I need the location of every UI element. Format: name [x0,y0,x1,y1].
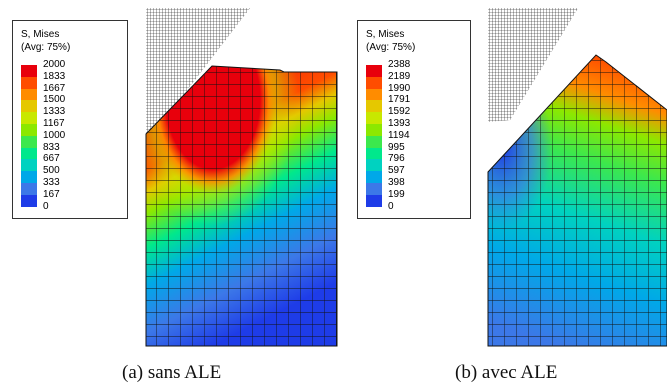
legend-tick-label: 199 [388,188,405,200]
legend-tick-label: 1000 [43,129,66,141]
legend-swatch [21,88,37,101]
legend-swatch [21,135,37,149]
legend-swatch [366,76,382,90]
legend-b-subtitle: (Avg: 75%) [366,42,416,53]
legend-swatch [21,112,37,125]
legend-a-subtitle: (Avg: 75%) [21,42,71,53]
legend-tick-label: 2388 [388,59,411,70]
legend-tick-label: 1167 [43,118,65,129]
legend-tick-label: 333 [43,177,60,188]
legend-swatch [366,100,382,113]
legend-swatch [21,159,37,172]
legend-swatch [21,65,37,78]
legend-tick-label: 0 [43,200,49,212]
legend-swatch [366,159,382,172]
legend-tick-label: 2000 [43,59,66,70]
legend-tick-label: 1990 [388,82,411,94]
legend-tick-label: 1333 [43,106,66,118]
legend-swatch [366,124,382,137]
legend-b-title: S, Mises [366,29,405,40]
legend-swatch [21,100,37,113]
legend-swatch [21,124,37,137]
legend-swatch [366,112,382,125]
legend-tick-label: 1592 [388,106,411,118]
legend-a-title: S, Mises [21,29,60,40]
legend-swatch [21,147,37,160]
legend-tick-label: 796 [388,153,405,165]
legend-tick-label: 1500 [43,94,66,106]
legend-swatch [366,194,382,208]
legend-tick-label: 1667 [43,82,66,94]
legend-tick-label: 833 [43,141,60,153]
caption-b: (b) avec ALE [455,362,558,383]
legend-swatch [366,171,382,184]
legend-swatch [21,76,37,90]
legend-swatch [366,88,382,101]
legend-tick-label: 0 [388,200,394,212]
legend-swatch [366,65,382,78]
legend-tick-label: 398 [388,177,405,188]
caption-a: (a) sans ALE [122,362,222,383]
legend-tick-label: 597 [388,165,405,177]
legend-swatch [366,183,382,196]
legend-tick-label: 667 [43,153,60,165]
legend-swatch [21,183,37,196]
legend-tick-label: 1194 [388,129,410,141]
legend-tick-label: 1833 [43,70,66,82]
legend-swatch [366,147,382,160]
legend-tick-label: 500 [43,165,60,177]
legend-tick-label: 2189 [388,70,411,82]
legend-swatch [366,135,382,149]
legend-tick-label: 1791 [388,94,411,106]
legend-tick-label: 1393 [388,118,411,129]
legend-swatch [21,171,37,184]
legend-tick-label: 995 [388,141,405,153]
legend-swatch [21,194,37,208]
legend-tick-label: 167 [43,188,60,200]
